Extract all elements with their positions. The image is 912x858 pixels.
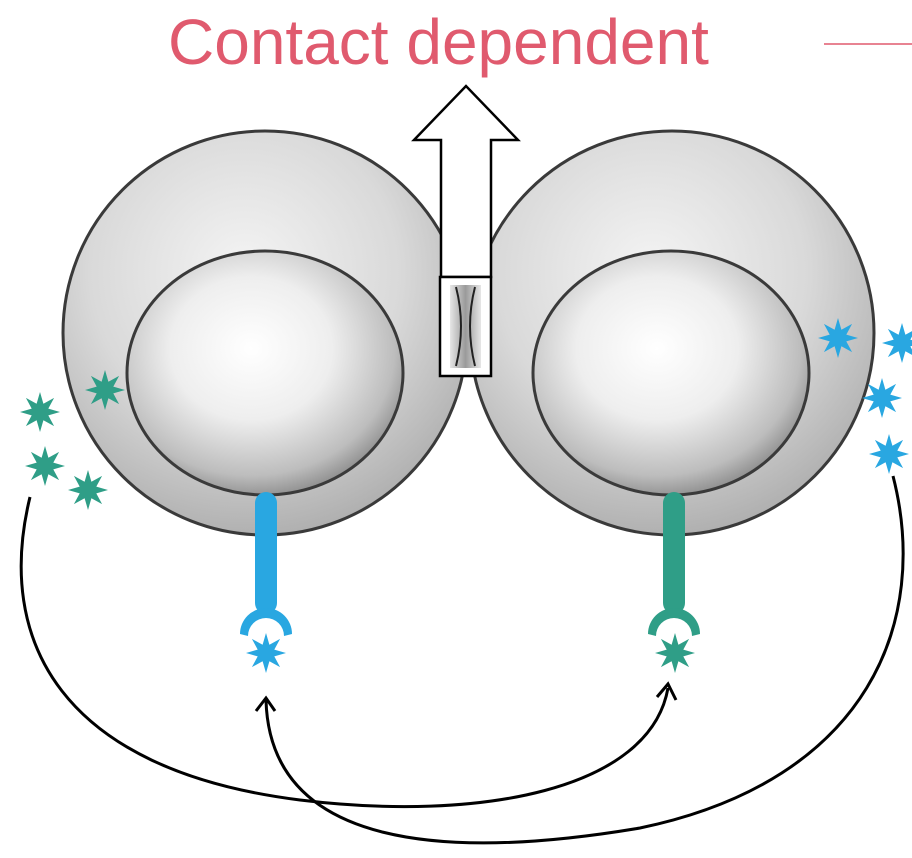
diagram-title: Contact dependent	[168, 6, 709, 78]
teal-ligand-membrane-icon	[85, 370, 125, 410]
arrowhead-to-right-receptor	[655, 681, 678, 701]
bound-teal-ligand-icon	[655, 633, 695, 673]
gap-junction-channel-icon	[438, 275, 493, 378]
left-cell-nucleus	[125, 249, 405, 497]
blue-ligand-membrane-icon	[818, 318, 858, 358]
signal-molecules	[20, 318, 912, 673]
right-cell-nucleus	[531, 249, 811, 497]
teal-ligand-icon	[20, 392, 60, 432]
right-cell-receptor	[648, 492, 700, 636]
left-cell	[61, 129, 469, 537]
bound-blue-ligand-icon	[246, 633, 286, 673]
blue-ligand-icon	[882, 323, 912, 363]
blue-ligand-icon	[869, 434, 909, 474]
teal-ligand-icon	[25, 446, 65, 486]
left-cell-receptor	[240, 492, 292, 636]
arrowhead-to-left-receptor	[254, 695, 277, 712]
right-cell	[468, 129, 876, 537]
teal-ligand-icon	[68, 470, 108, 510]
paracrine-arrow-right-to-left	[264, 475, 905, 845]
paracrine-arrow-left-to-right	[19, 496, 670, 809]
up-arrow-outline-icon	[411, 84, 521, 279]
blue-ligand-icon	[862, 378, 902, 418]
